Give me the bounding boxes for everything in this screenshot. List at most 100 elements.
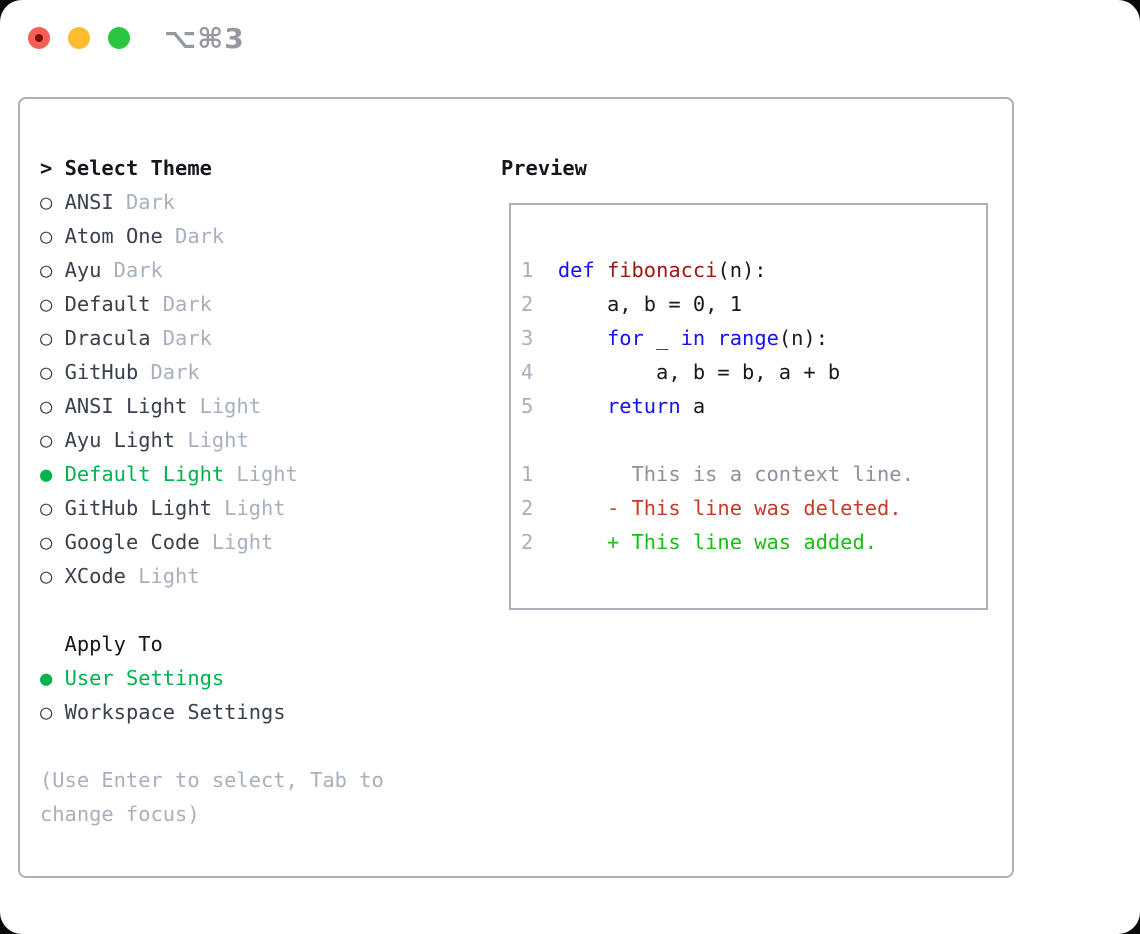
theme-variant: Light (224, 462, 298, 486)
theme-option-github-light[interactable]: ○ GitHub Light Light (40, 491, 384, 525)
theme-variant: Light (187, 394, 261, 418)
line-number: 2 (521, 530, 534, 554)
diff-deleted-line: 2 - This line was deleted. (521, 491, 914, 525)
radio-unselected-icon: ○ (40, 258, 65, 282)
radio-unselected-icon: ○ (40, 564, 65, 588)
theme-name: Ayu (64, 258, 102, 282)
help-text: (Use Enter to select, Tab to (40, 763, 384, 797)
code-token (705, 326, 717, 350)
code-token: + This line was added. (533, 530, 878, 554)
line-number: 1 (521, 462, 534, 486)
theme-option-atom-one[interactable]: ○ Atom One Dark (40, 219, 384, 253)
code-token: a, b = b, a + b (533, 360, 841, 384)
minimize-button[interactable] (68, 27, 90, 49)
theme-name: GitHub (64, 360, 139, 384)
theme-name: Default (64, 292, 151, 316)
help-text: change focus) (40, 797, 384, 831)
code-token: This is a context line. (533, 462, 914, 486)
spacer-row (40, 729, 384, 763)
radio-unselected-icon: ○ (40, 530, 65, 554)
theme-option-ansi-light[interactable]: ○ ANSI Light Light (40, 389, 384, 423)
code-token: range (717, 326, 779, 350)
apply-option-name: User Settings (64, 666, 225, 690)
theme-option-default-light[interactable]: ● Default Light Light (40, 457, 384, 491)
theme-name: Default Light (64, 462, 225, 486)
radio-unselected-icon: ○ (40, 224, 65, 248)
theme-variant: Dark (150, 326, 212, 350)
theme-name: Atom One (64, 224, 163, 248)
theme-name: ANSI (64, 190, 114, 214)
theme-option-ayu-light[interactable]: ○ Ayu Light Light (40, 423, 384, 457)
theme-name: GitHub Light (64, 496, 212, 520)
theme-variant: Dark (138, 360, 200, 384)
radio-unselected-icon: ○ (40, 428, 65, 452)
preview-heading: Preview (501, 156, 587, 180)
line-number: 3 (521, 326, 534, 350)
line-number: 4 (521, 360, 534, 384)
theme-variant: Dark (162, 224, 225, 248)
code-token (533, 326, 607, 350)
theme-option-dracula[interactable]: ○ Dracula Dark (40, 321, 384, 355)
diff-context-line: 1 This is a context line. (521, 457, 914, 491)
code-token: in (680, 326, 706, 350)
theme-name: ANSI Light (64, 394, 188, 418)
code-token: def (557, 258, 595, 282)
apply-to-title: Apply To (40, 632, 163, 656)
code-line: 5 return a (521, 389, 914, 423)
theme-list-title: Select Theme (64, 156, 212, 180)
code-token: for (606, 326, 644, 350)
radio-unselected-icon: ○ (40, 700, 65, 724)
theme-variant: Light (199, 530, 274, 554)
theme-list: > Select Theme○ ANSI Dark○ Atom One Dark… (40, 151, 384, 831)
theme-option-ansi[interactable]: ○ ANSI Dark (40, 185, 384, 219)
radio-unselected-icon: ○ (40, 326, 65, 350)
code-token: return (606, 394, 681, 418)
theme-variant: Light (125, 564, 200, 588)
theme-option-ayu[interactable]: ○ Ayu Dark (40, 253, 384, 287)
theme-name: XCode (64, 564, 126, 588)
code-token (533, 258, 558, 282)
theme-variant: Light (211, 496, 286, 520)
code-line: 2 a, b = 0, 1 (521, 287, 914, 321)
line-number: 2 (521, 496, 534, 520)
theme-variant: Dark (150, 292, 212, 316)
apply-option-user-settings[interactable]: ● User Settings (40, 661, 384, 695)
code-token: _ (643, 326, 681, 350)
theme-list-header: > Select Theme (40, 151, 384, 185)
theme-option-xcode[interactable]: ○ XCode Light (40, 559, 384, 593)
blank-line (521, 423, 914, 457)
code-token: (n): (778, 326, 828, 350)
diff-added-line: 2 + This line was added. (521, 525, 914, 559)
zoom-button[interactable] (108, 27, 130, 49)
radio-unselected-icon: ○ (40, 360, 65, 384)
theme-option-google-code[interactable]: ○ Google Code Light (40, 525, 384, 559)
help-text-line: (Use Enter to select, Tab to (40, 768, 384, 792)
theme-option-default[interactable]: ○ Default Dark (40, 287, 384, 321)
theme-selector-panel: > Select Theme○ ANSI Dark○ Atom One Dark… (18, 97, 1014, 878)
code-line: 1 def fibonacci(n): (521, 253, 914, 287)
code-token (533, 394, 607, 418)
code-token: a, b = 0, 1 (533, 292, 742, 316)
theme-variant: Light (175, 428, 249, 452)
apply-option-workspace-settings[interactable]: ○ Workspace Settings (40, 695, 384, 729)
code-token: fibonacci (606, 258, 718, 282)
line-number: 5 (521, 394, 534, 418)
code-line: 3 for _ in range(n): (521, 321, 914, 355)
apply-option-name: Workspace Settings (64, 700, 286, 724)
code-line: 4 a, b = b, a + b (521, 355, 914, 389)
window-title: ⌥⌘3 (164, 22, 245, 55)
theme-name: Ayu Light (64, 428, 176, 452)
focus-caret: > (40, 156, 65, 180)
line-number: 2 (521, 292, 534, 316)
theme-name: Dracula (64, 326, 151, 350)
radio-selected-icon: ● (40, 666, 65, 690)
theme-option-github[interactable]: ○ GitHub Dark (40, 355, 384, 389)
theme-variant: Dark (113, 190, 176, 214)
radio-unselected-icon: ○ (40, 496, 65, 520)
line-number: 1 (521, 258, 534, 282)
radio-selected-icon: ● (40, 462, 65, 486)
close-button[interactable] (28, 27, 50, 49)
